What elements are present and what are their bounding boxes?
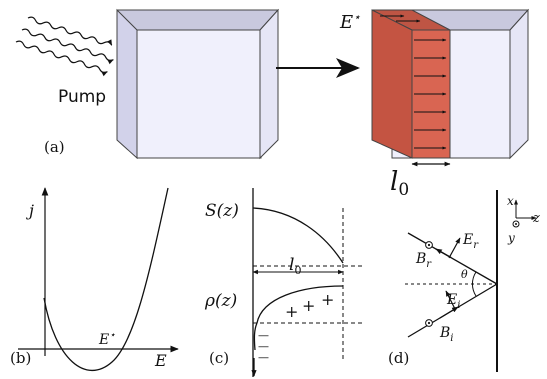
plus-sign: + xyxy=(321,290,334,309)
bi-label: Bi xyxy=(439,325,454,344)
pump-wave-2 xyxy=(21,28,114,65)
br-label: Br xyxy=(415,251,432,270)
er-label: Er xyxy=(462,232,479,251)
theta-label: θ xyxy=(461,268,468,281)
er-vector xyxy=(448,237,461,259)
rho-curve-negative xyxy=(253,322,258,351)
depth-label: l0 xyxy=(390,167,409,200)
rho-func-label: ρ(z) xyxy=(204,291,237,311)
y-axis-symbol xyxy=(512,220,520,228)
minus-sign: — xyxy=(258,340,269,353)
j-axis-label: j xyxy=(26,201,34,220)
panel-b: j E E⋆ (b) xyxy=(10,187,179,372)
jv-curve xyxy=(43,187,169,372)
theta-arc xyxy=(472,271,477,297)
pump-wave-3 xyxy=(15,40,108,77)
field-arrows xyxy=(380,14,447,150)
br-symbol xyxy=(425,241,433,249)
pump-waves xyxy=(15,16,114,77)
z-axis-label: z xyxy=(532,211,540,226)
panel-a-label: (a) xyxy=(44,138,65,156)
panel-b-label: (b) xyxy=(10,349,31,367)
c-depth-label: l0 xyxy=(289,255,301,277)
left-slab-front xyxy=(136,29,262,159)
s-func-label: S(z) xyxy=(205,201,239,221)
excited-layer-side xyxy=(371,9,413,159)
ei-vector xyxy=(445,290,456,310)
s-curve xyxy=(252,207,344,264)
y-axis-label: y xyxy=(507,231,515,245)
transition-arrow-head xyxy=(336,58,360,78)
panel-d: Er Br Ei Bi θ x z y (d) xyxy=(388,190,540,372)
e-star-label: E⋆ xyxy=(98,330,116,348)
plus-sign: + xyxy=(302,296,315,315)
right-slab xyxy=(371,8,530,160)
left-slab-right xyxy=(259,8,279,160)
ei-label: Ei xyxy=(446,292,460,311)
left-slab-top xyxy=(116,9,280,31)
pump-label: Pump xyxy=(58,87,106,107)
rho-curve-positive xyxy=(256,285,344,324)
minus-sign: — xyxy=(258,329,269,342)
minus-sign: — xyxy=(258,351,269,364)
bi-symbol xyxy=(425,319,433,327)
panel-d-label: (d) xyxy=(388,349,409,367)
panel-c-label: (c) xyxy=(209,349,229,367)
reflected-ray xyxy=(407,232,498,285)
left-slab-side xyxy=(116,8,138,160)
e-axis-label: E xyxy=(154,351,167,370)
pump-wave-1 xyxy=(27,16,113,46)
x-axis-label: x xyxy=(507,194,514,208)
plus-sign: + xyxy=(285,302,298,321)
left-slab xyxy=(116,8,280,160)
field-label: E⋆ xyxy=(339,10,361,33)
reflected-ray-arrow xyxy=(435,248,452,259)
right-slab-right xyxy=(509,8,529,160)
panel-a: Pump (a) E⋆ l0 xyxy=(15,8,530,200)
panel-c: l0 S(z) ρ(z) + + + — — — (c) xyxy=(204,188,362,377)
